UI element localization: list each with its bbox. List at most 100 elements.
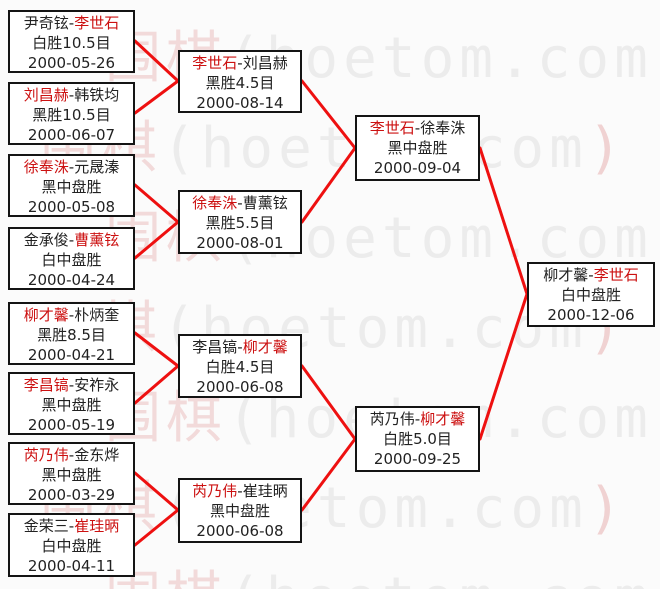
match-box-r1m2: 刘昌赫-韩铁均 黑胜10.5目 2000-06-07 (8, 82, 135, 145)
match-separator: - (68, 158, 75, 176)
match-date: 2000-05-19 (27, 416, 116, 434)
player-name: 徐奉洙 (420, 119, 466, 137)
connector-line (300, 437, 357, 512)
match-date: 2000-06-07 (27, 126, 116, 144)
connector-line (133, 508, 180, 547)
match-separator: - (237, 194, 243, 212)
match-date: 2000-08-14 (196, 94, 284, 112)
player-name: 韩铁均 (74, 86, 120, 104)
match-result: 白中盘胜 (41, 537, 102, 555)
match-separator: - (237, 338, 243, 356)
player-name: 李世石 (192, 54, 238, 72)
match-separator: - (237, 54, 243, 72)
match-box-r1m4: 金承俊-曹薰铉 白中盘胜 2000-04-24 (8, 227, 135, 290)
match-separator: - (414, 119, 421, 137)
match-separator: - (68, 86, 75, 104)
match-date: 2000-09-25 (373, 450, 462, 468)
player-name: 刘昌赫 (23, 86, 69, 104)
connector-line (478, 292, 529, 441)
player-name: 曹薰铉 (74, 231, 120, 249)
player-name: 柳才馨 (543, 266, 589, 284)
match-separator: - (68, 306, 75, 324)
match-date: 2000-06-08 (196, 522, 284, 540)
match-separator: - (68, 446, 75, 464)
connector-line (133, 79, 180, 115)
connector-line (133, 183, 180, 224)
match-result: 黑中盘胜 (387, 139, 448, 157)
player-name: 崔珪昞 (242, 482, 288, 500)
match-date: 2000-05-08 (27, 198, 116, 216)
match-date: 2000-09-04 (373, 159, 462, 177)
connector-line (133, 471, 180, 512)
match-box-r1m5: 柳才馨-朴炳奎 黑胜8.5目 2000-04-21 (8, 302, 135, 365)
match-result: 黑胜10.5目 (32, 106, 111, 124)
match-date: 2000-04-24 (27, 271, 116, 289)
match-box-sf2: 芮乃伟-柳才馨 白胜5.0目 2000-09-25 (355, 406, 480, 472)
match-box-r1m3: 徐奉洙-元晟溱 黑中盘胜 2000-05-08 (8, 154, 135, 217)
match-box-r1m6: 李昌镐-安祚永 黑中盘胜 2000-05-19 (8, 372, 135, 435)
player-name: 崔珪昞 (74, 517, 120, 535)
player-name: 徐奉洙 (192, 194, 238, 212)
connector-line (133, 220, 180, 260)
match-separator: - (68, 517, 75, 535)
player-name: 李昌镐 (23, 376, 69, 394)
player-name: 柳才馨 (242, 338, 288, 356)
match-box-r1m1: 尹奇铉-李世石 白胜10.5目 2000-05-26 (8, 10, 135, 73)
match-result: 黑中盘胜 (41, 396, 102, 414)
connector-line (133, 39, 180, 83)
player-name: 柳才馨 (23, 306, 69, 324)
match-result: 黑中盘胜 (41, 178, 102, 196)
match-separator: - (68, 14, 75, 32)
player-name: 金荣三 (23, 517, 69, 535)
player-name: 柳才馨 (420, 410, 466, 428)
match-box-final: 柳才馨-李世石 白中盘胜 2000-12-06 (527, 262, 655, 327)
player-name: 李世石 (593, 266, 639, 284)
player-name: 安祚永 (74, 376, 120, 394)
player-name: 芮乃伟 (23, 446, 69, 464)
player-name: 李世石 (74, 14, 120, 32)
match-result: 黑胜4.5目 (205, 74, 275, 92)
match-box-sf1: 李世石-徐奉洙 黑中盘胜 2000-09-04 (355, 115, 480, 181)
match-result: 黑中盘胜 (209, 502, 270, 520)
player-name: 徐奉洙 (23, 158, 69, 176)
player-name: 尹奇铉 (23, 14, 69, 32)
match-result: 白胜4.5目 (205, 358, 275, 376)
match-result: 黑胜5.5目 (205, 214, 275, 232)
match-separator: - (414, 410, 421, 428)
match-date: 2000-12-06 (547, 306, 635, 324)
player-name: 金承俊 (23, 231, 69, 249)
match-box-r2m3: 李昌镐-柳才馨 白胜4.5目 2000-06-08 (178, 334, 302, 398)
match-date: 2000-03-29 (27, 486, 116, 504)
match-result: 白胜10.5目 (32, 34, 111, 52)
player-name: 刘昌赫 (242, 54, 288, 72)
player-name: 芮乃伟 (192, 482, 238, 500)
player-name: 李昌镐 (192, 338, 238, 356)
match-result: 白胜5.0目 (383, 430, 452, 448)
match-box-r2m2: 徐奉洙-曹薰铉 黑胜5.5目 2000-08-01 (178, 190, 302, 254)
match-result: 黑胜8.5目 (37, 326, 106, 344)
match-result: 黑中盘胜 (41, 466, 102, 484)
connector-line (133, 331, 180, 368)
match-date: 2000-06-08 (196, 378, 284, 396)
match-separator: - (588, 266, 594, 284)
match-box-r2m1: 李世石-刘昌赫 黑胜4.5目 2000-08-14 (178, 50, 302, 113)
match-separator: - (237, 482, 243, 500)
player-name: 曹薰铉 (242, 194, 288, 212)
connector-line (300, 79, 357, 150)
match-date: 2000-08-01 (196, 234, 284, 252)
match-result: 白中盘胜 (560, 286, 621, 304)
connector-line (133, 364, 180, 405)
match-box-r1m8: 金荣三-崔珪昞 白中盘胜 2000-04-11 (8, 513, 135, 577)
connector-line (300, 364, 357, 441)
connector-line (478, 146, 529, 296)
player-name: 芮乃伟 (369, 410, 415, 428)
match-box-r1m7: 芮乃伟-金东烨 黑中盘胜 2000-03-29 (8, 442, 135, 505)
player-name: 金东烨 (74, 446, 120, 464)
player-name: 李世石 (369, 119, 415, 137)
match-date: 2000-04-21 (27, 346, 116, 364)
match-separator: - (68, 376, 75, 394)
player-name: 元晟溱 (74, 158, 120, 176)
match-box-r2m4: 芮乃伟-崔珪昞 黑中盘胜 2000-06-08 (178, 478, 302, 543)
